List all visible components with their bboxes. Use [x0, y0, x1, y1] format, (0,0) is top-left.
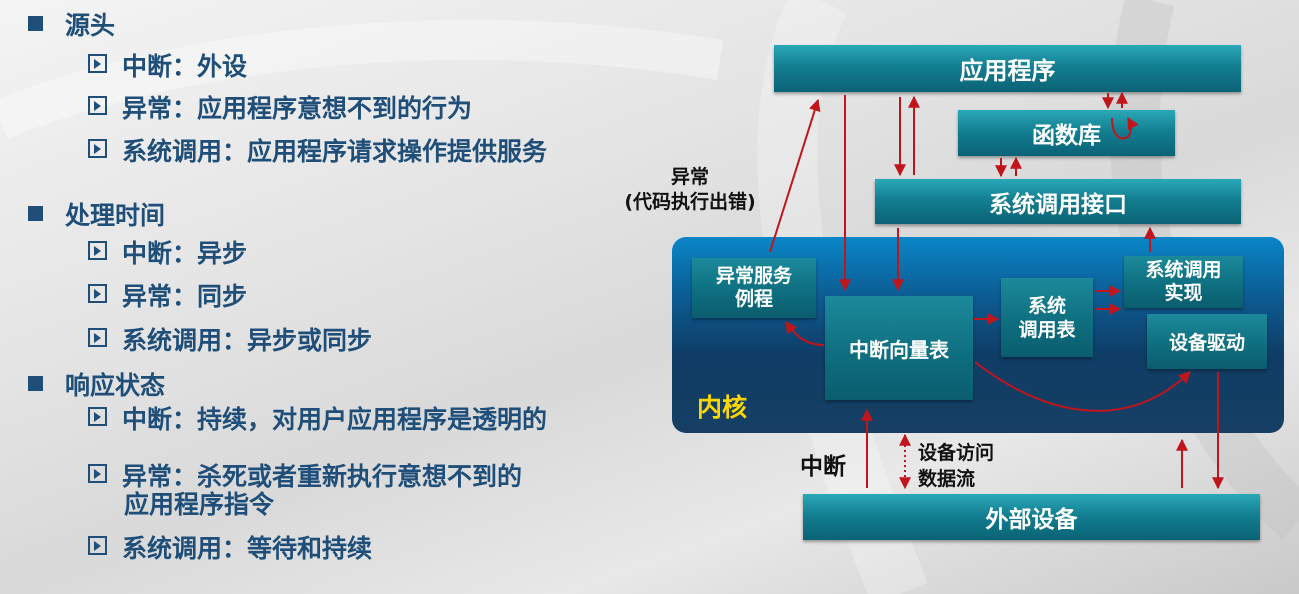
app-box: 应用程序 [774, 45, 1241, 92]
play-bullet-icon [88, 241, 107, 260]
section-time: 处理时间 [28, 196, 165, 232]
ivt-to-driver-arrow [974, 361, 1191, 412]
list-item: 中断：外设 [88, 53, 247, 81]
interrupt-vector-table-box: 中断向量表 [825, 296, 973, 400]
list-item: 异常：同步 [88, 283, 247, 311]
kernel-label: 内核 [697, 393, 748, 422]
ivt-to-handler-arrow [785, 321, 825, 346]
exception-arrow [769, 98, 821, 253]
syscall-interface-box: 系统调用接口 [875, 179, 1241, 224]
list-item: 系统调用：等待和持续 [88, 535, 372, 563]
device-driver-box: 设备驱动 [1147, 314, 1267, 369]
play-bullet-icon [88, 328, 107, 347]
list-item: 系统调用：异步或同步 [88, 327, 372, 355]
list-item: 中断：持续，对用户应用程序是透明的 [88, 406, 547, 434]
syscall-table-box: 系统 调用表 [1001, 278, 1093, 357]
exception-handler-box: 异常服务 例程 [692, 258, 816, 318]
syscall-impl-box: 系统调用 实现 [1124, 256, 1243, 308]
list-item: 异常：应用程序意想不到的行为 [88, 95, 472, 123]
square-bullet-icon [28, 206, 43, 221]
external-device-box: 外部设备 [803, 494, 1260, 540]
play-bullet-icon [88, 536, 107, 555]
list-item: 系统调用：应用程序请求操作提供服务 [88, 138, 547, 166]
exception-label: 异常 (代码执行出错) [624, 166, 756, 213]
section-title: 响应状态 [65, 371, 166, 400]
play-bullet-icon [88, 464, 107, 483]
square-bullet-icon [28, 16, 43, 31]
play-bullet-icon [88, 284, 107, 303]
square-bullet-icon [28, 376, 43, 391]
section-title: 处理时间 [65, 201, 166, 230]
list-item: 异常：杀死或者重新执行意想不到的应用程序指令 [88, 463, 522, 519]
play-bullet-icon [88, 407, 107, 426]
play-bullet-icon [88, 96, 107, 115]
lib-box: 函数库 [958, 110, 1175, 156]
section-source: 源头 [28, 6, 115, 42]
section-response: 响应状态 [28, 366, 165, 402]
list-item: 中断：异步 [88, 240, 247, 268]
interrupt-label: 中断 [800, 454, 846, 480]
section-title: 源头 [65, 11, 116, 40]
device-io-label: 设备访问 数据流 [918, 442, 995, 490]
lib-curve-arrow [1111, 116, 1139, 140]
play-bullet-icon [88, 54, 107, 73]
play-bullet-icon [88, 139, 107, 158]
outline: 源头 中断：外设 异常：应用程序意想不到的行为 系统调用：应用程序请求操作提供服… [28, 6, 547, 563]
